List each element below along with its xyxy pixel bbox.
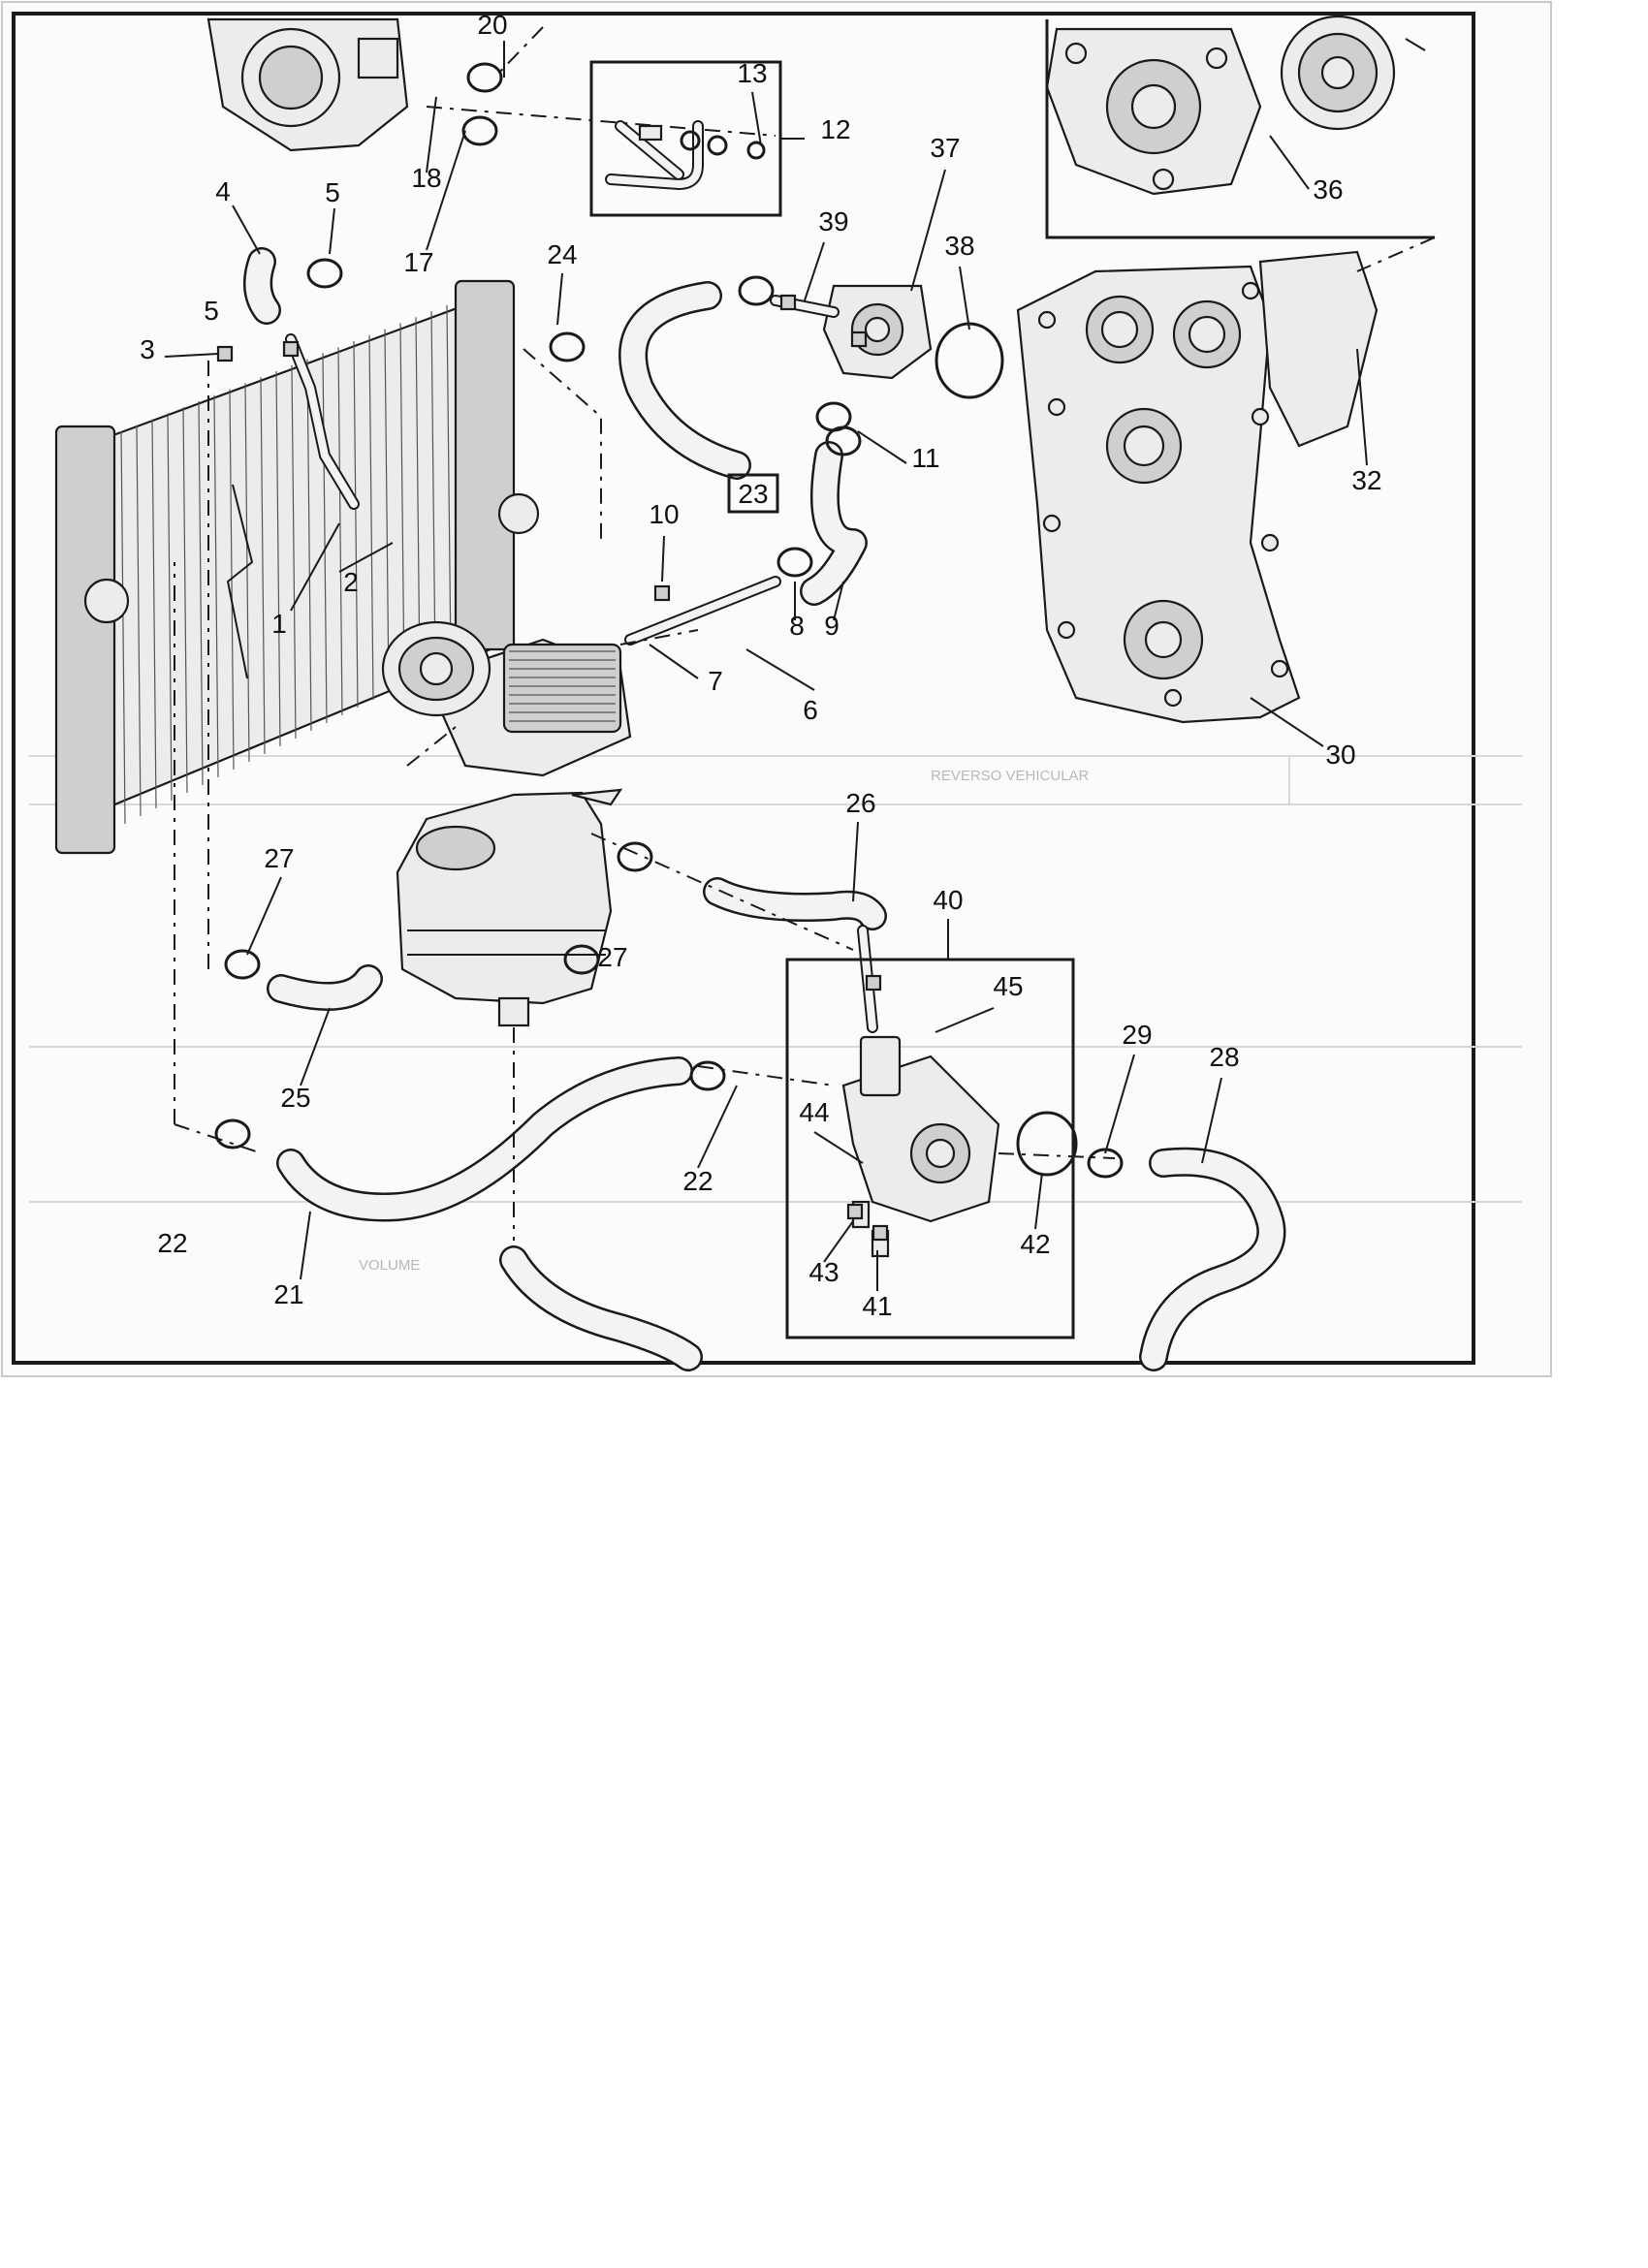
callout-label: 13 (737, 58, 767, 88)
leader-line (300, 1211, 311, 1280)
timing-cover (1016, 250, 1379, 724)
leader-line (661, 535, 665, 583)
callout-label: 30 (1325, 740, 1355, 770)
callout-label: 43 (808, 1257, 839, 1287)
callout-label: 25 (280, 1083, 310, 1113)
hoses (243, 247, 1286, 1371)
callout-label: 32 (1351, 465, 1381, 495)
callout-label: 45 (993, 971, 1023, 1001)
radiator (54, 279, 540, 855)
leader-line (751, 91, 762, 146)
callout-label: 5 (204, 296, 219, 326)
callout-label: 39 (818, 206, 848, 236)
leader-line (935, 1007, 995, 1033)
leader-line (852, 821, 859, 902)
hardware (214, 62, 1124, 1242)
leader-line (1250, 697, 1324, 747)
callout-label: 23 (738, 479, 768, 509)
leader-line (232, 205, 261, 255)
pipes (285, 120, 878, 1033)
callout-label: 42 (1020, 1229, 1050, 1259)
callout-label: 29 (1122, 1020, 1152, 1050)
leader-line (1104, 1054, 1135, 1154)
leader-line (959, 266, 970, 331)
leader-line (697, 1085, 738, 1169)
leader-line (857, 430, 907, 464)
callout-label: 24 (547, 239, 577, 269)
callout-label: 27 (597, 942, 627, 972)
leader-line (329, 207, 335, 255)
callout-label: 3 (140, 334, 155, 364)
callout-label: 9 (824, 611, 840, 641)
leader-lines (164, 41, 1368, 1291)
callout-label: 22 (682, 1166, 713, 1196)
leader-line (813, 1131, 864, 1164)
callout-label: 41 (862, 1291, 892, 1321)
callout-label: 38 (944, 231, 974, 261)
callout-label: 4 (215, 176, 231, 206)
callout-label: 22 (157, 1228, 187, 1258)
callout-label: 1 (271, 609, 287, 639)
leader-line (290, 522, 340, 612)
callout-label: 44 (799, 1097, 829, 1127)
callout-label: 28 (1209, 1042, 1239, 1072)
callout-label: 11 (911, 443, 939, 473)
callout-label: 21 (273, 1279, 303, 1309)
leader-line (426, 130, 466, 251)
leader-line (556, 272, 563, 326)
callout-label: 2 (343, 567, 359, 597)
leader-line (338, 542, 394, 573)
leader-line (823, 1220, 854, 1263)
bypass-pipe-detail (605, 120, 766, 191)
callout-label: 36 (1313, 174, 1343, 205)
callout-label: 37 (930, 133, 960, 163)
leader-line (833, 581, 844, 621)
leader-line (246, 876, 282, 956)
detail-box-40 (785, 958, 1075, 1339)
callout-label: 6 (803, 695, 818, 725)
diagram-frame (12, 12, 1475, 1365)
leader-line (804, 241, 825, 301)
water-pump (1045, 15, 1426, 196)
callout-label: 17 (403, 247, 433, 277)
oil-cooler-assembly (381, 620, 632, 777)
callout-label: 10 (649, 499, 679, 529)
callout-label: 26 (845, 788, 875, 818)
callout-label: 12 (820, 114, 850, 144)
callout-label: 27 (264, 843, 294, 873)
callout-23-box (727, 473, 779, 514)
leader-line (1356, 348, 1368, 466)
callout-label: 18 (411, 163, 441, 193)
detail-box-water-pump (1045, 19, 1435, 239)
leader-line (745, 648, 815, 691)
leader-line (1034, 1172, 1043, 1230)
callout-label: 8 (789, 611, 805, 641)
leader-line (649, 644, 699, 679)
leader-line (300, 1007, 331, 1087)
scan-bleed-through: REVERSO VEHICULAR VOLUME (29, 755, 1522, 1274)
leader-line (910, 169, 946, 292)
throttle-body (206, 17, 409, 152)
bleed-text: REVERSO VEHICULAR (931, 768, 1090, 784)
leader-line (426, 96, 437, 173)
callout-label: 20 (477, 10, 507, 40)
leader-line (1269, 135, 1310, 190)
callout-label: 40 (933, 885, 963, 915)
coolant-reservoir (396, 788, 623, 1027)
leader-line (1201, 1077, 1222, 1164)
callout-label: 5 (325, 177, 340, 207)
bleed-text: VOLUME (359, 1257, 420, 1274)
leader-line (164, 353, 219, 358)
callout-label: 7 (708, 666, 723, 696)
